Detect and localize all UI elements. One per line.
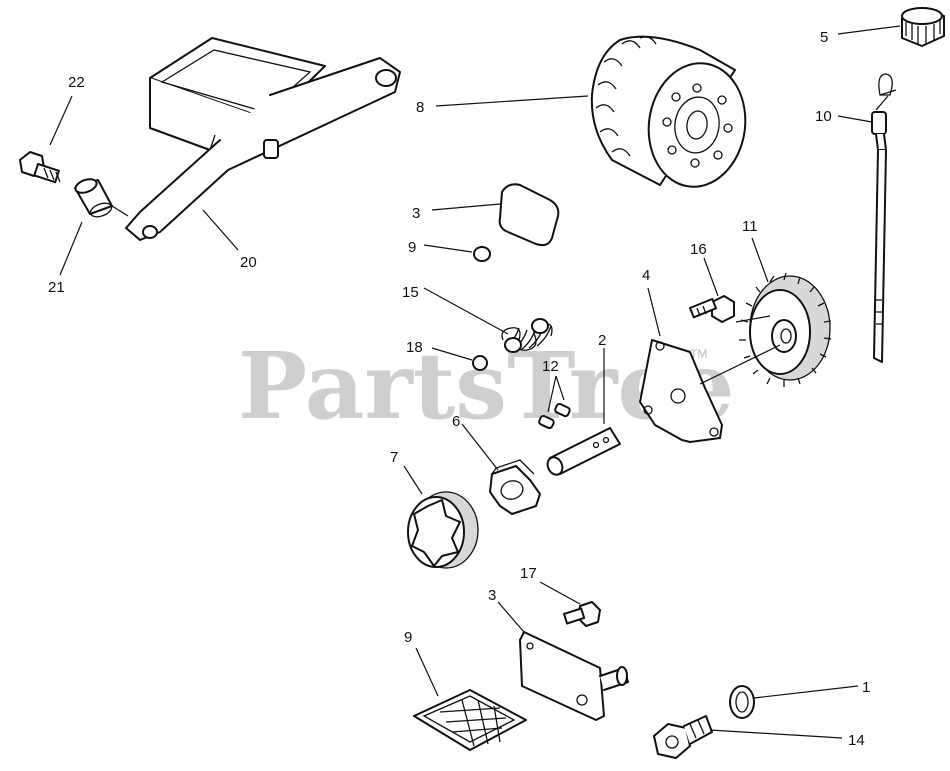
- ring-9-upper-icon[interactable]: [473, 246, 491, 262]
- callout-8: 8: [416, 99, 424, 116]
- ball-18-icon[interactable]: [472, 355, 488, 371]
- inner-rotor-6-icon[interactable]: [489, 459, 541, 515]
- pickup-plate-3-lower-icon[interactable]: [519, 631, 629, 721]
- bolt-17-icon[interactable]: [563, 601, 601, 627]
- washer-1-icon[interactable]: [729, 685, 755, 719]
- callout-7: 7: [390, 449, 398, 466]
- shaft-2-icon[interactable]: [545, 427, 621, 477]
- spring-15-icon[interactable]: [501, 318, 553, 353]
- bushing-21-icon[interactable]: [74, 177, 114, 220]
- callout-14: 14: [848, 732, 865, 749]
- oil-filter-8-icon[interactable]: [590, 35, 753, 193]
- oil-pan-bracket-20-icon[interactable]: [125, 37, 401, 241]
- callout-1: 1: [862, 679, 870, 696]
- callout-5: 5: [820, 29, 828, 46]
- callout-3-lower: 3: [488, 587, 496, 604]
- bolt-22-icon[interactable]: [19, 151, 61, 184]
- dipstick-10-icon[interactable]: [871, 73, 897, 363]
- bolt-16-icon[interactable]: [689, 295, 735, 323]
- callout-9-lower: 9: [404, 629, 412, 646]
- watermark-tm: TM: [690, 347, 707, 361]
- callout-4: 4: [642, 267, 650, 284]
- cap-5-icon[interactable]: [901, 7, 945, 47]
- callout-18: 18: [406, 339, 423, 356]
- callout-2: 2: [598, 332, 606, 349]
- callout-11: 11: [742, 218, 758, 235]
- pump-cover-4-icon[interactable]: [639, 339, 723, 443]
- callout-16: 16: [690, 241, 707, 258]
- callout-9-upper: 9: [408, 239, 416, 256]
- callout-10: 10: [815, 108, 832, 125]
- callout-6: 6: [452, 413, 460, 430]
- callout-21: 21: [48, 279, 65, 296]
- callout-12: 12: [542, 358, 559, 375]
- screen-9-lower-icon[interactable]: [413, 689, 527, 751]
- pins-12-icon[interactable]: [538, 402, 571, 430]
- gear-11-icon[interactable]: [739, 272, 832, 387]
- drain-plug-14-icon[interactable]: [653, 715, 713, 759]
- callout-22: 22: [68, 74, 85, 91]
- gasket-3-upper-icon[interactable]: [498, 183, 560, 247]
- callout-3-upper: 3: [412, 205, 420, 222]
- callout-20: 20: [240, 254, 257, 271]
- callout-15: 15: [402, 284, 419, 301]
- callout-17: 17: [520, 565, 537, 582]
- outer-rotor-7-icon[interactable]: [407, 491, 479, 569]
